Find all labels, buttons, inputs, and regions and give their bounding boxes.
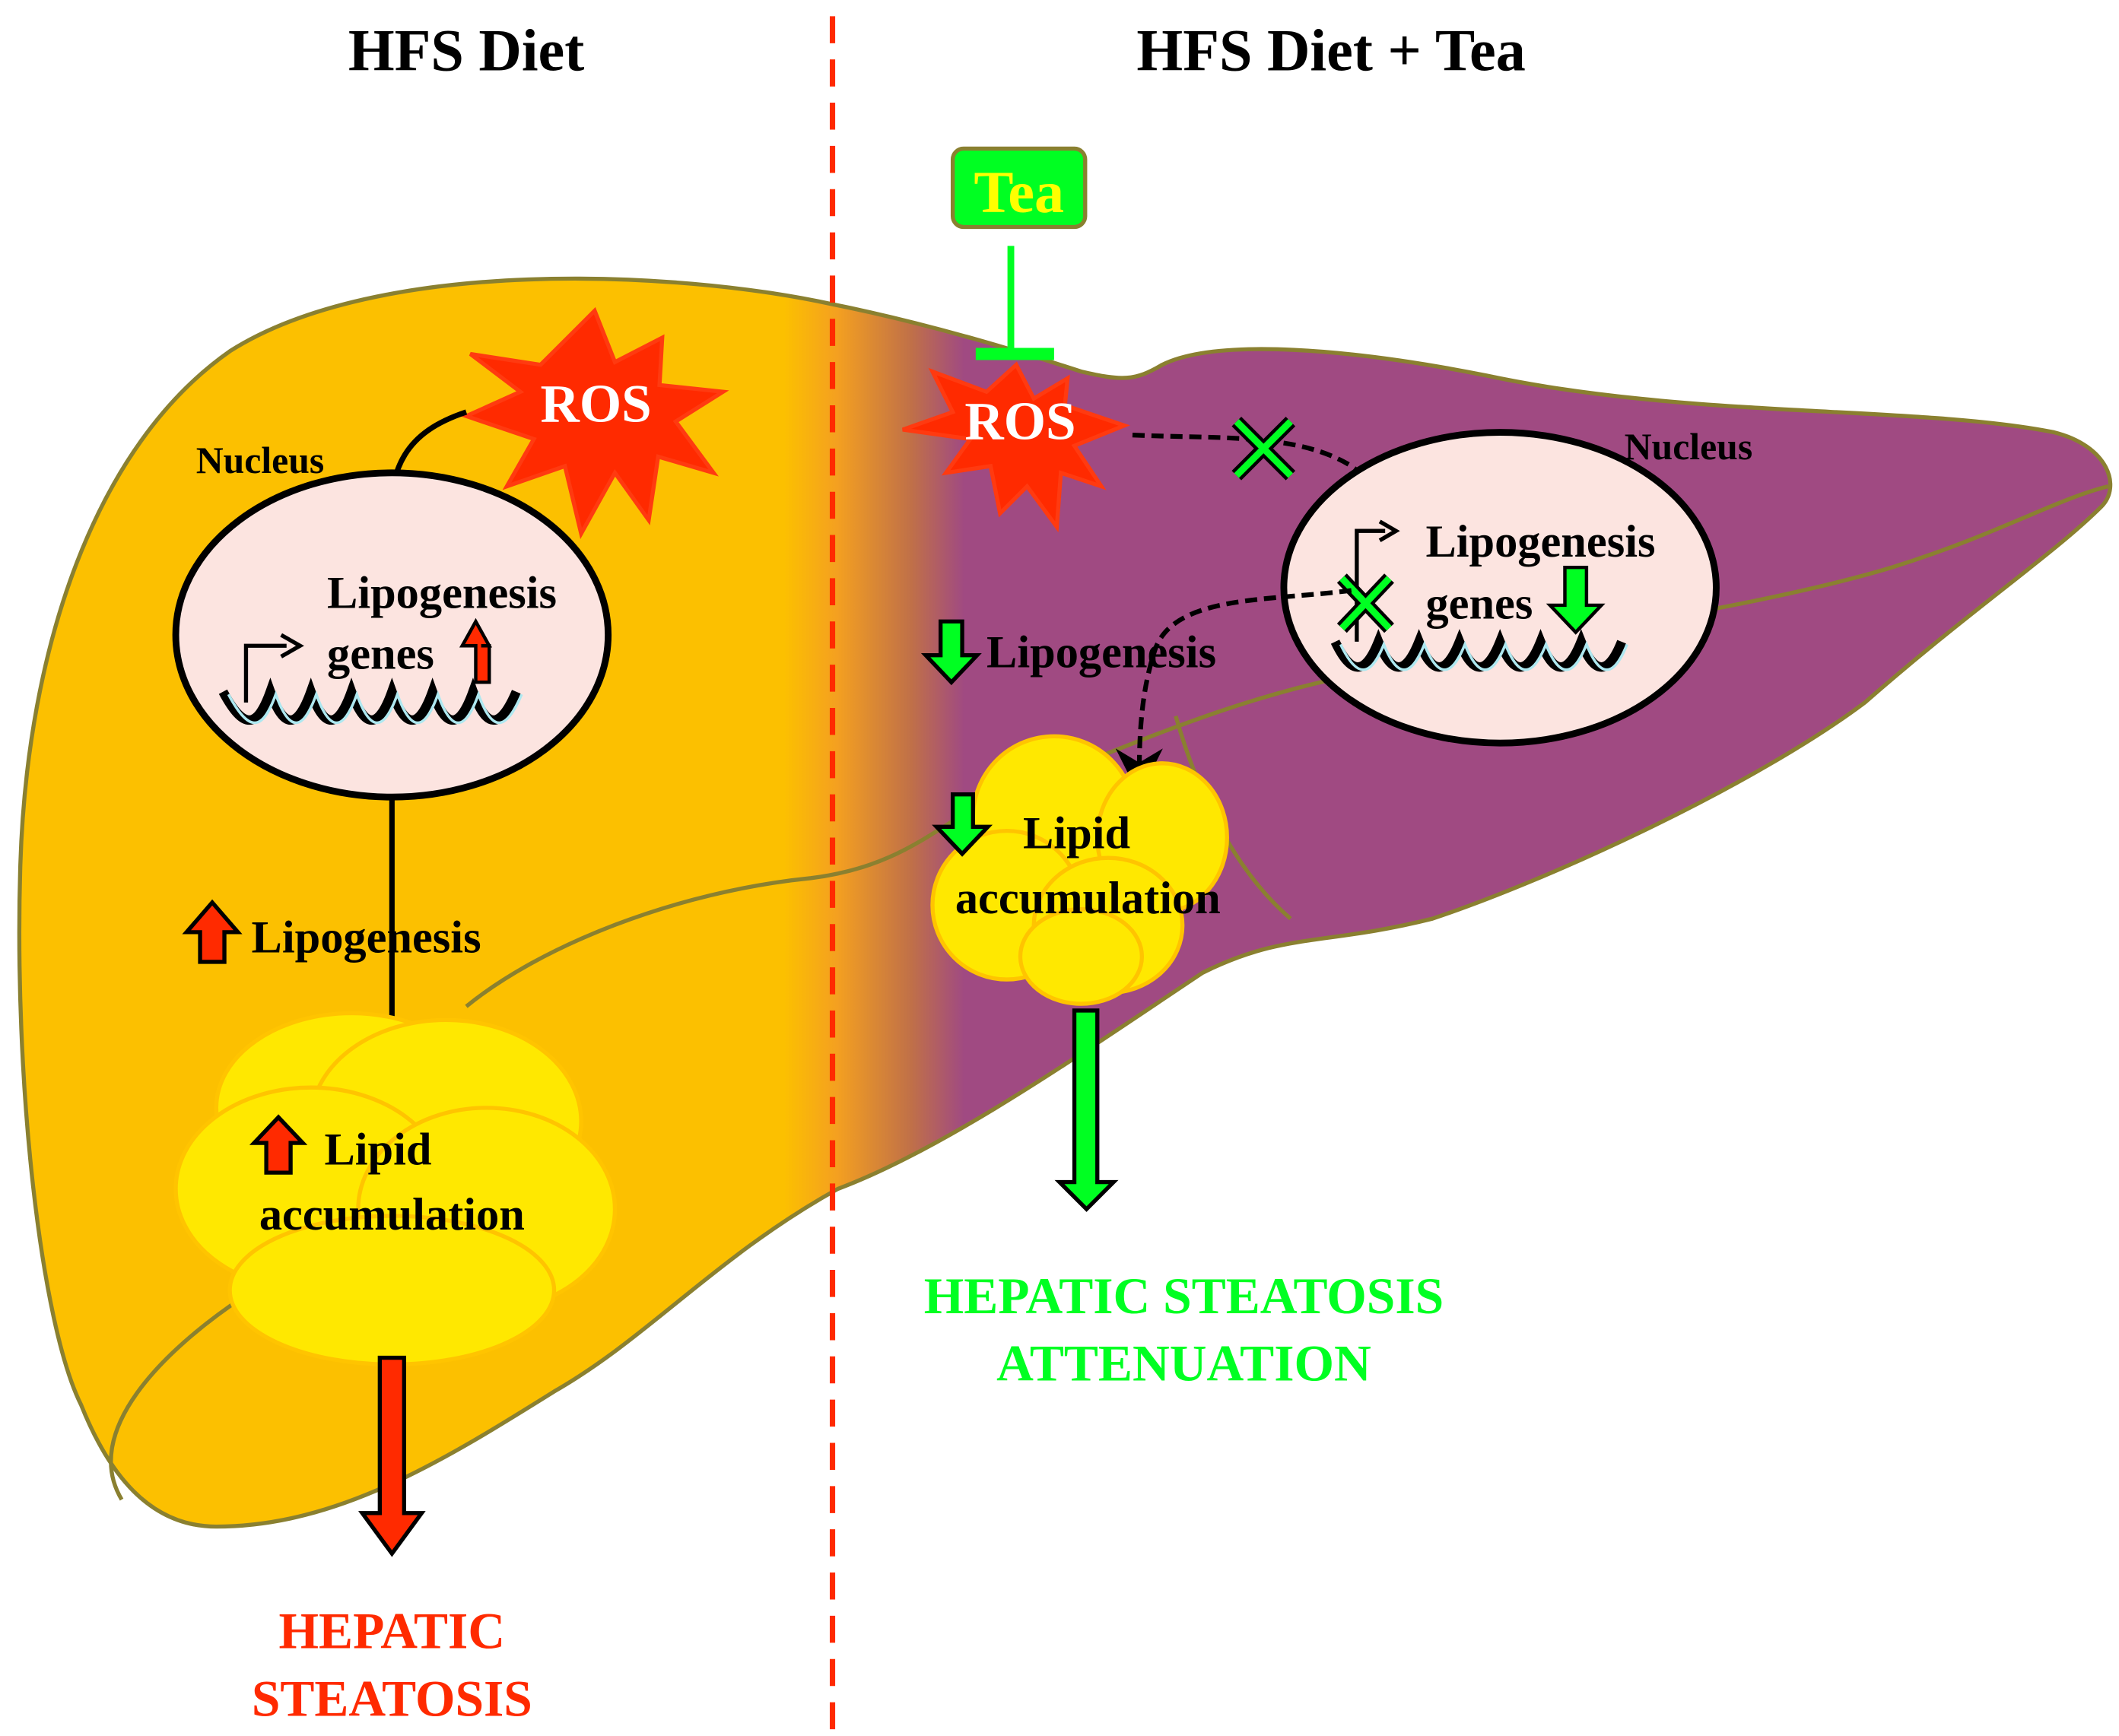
dna-helix-left bbox=[218, 678, 523, 725]
down-arrow-icon bbox=[920, 619, 982, 686]
genes-label-line1-left: Lipogenesis bbox=[327, 567, 557, 618]
lipogenesis-label-left: Lipogenesis bbox=[252, 912, 481, 963]
blocked-x-icon bbox=[1336, 573, 1394, 633]
outcome-arrow-right bbox=[1054, 1008, 1119, 1212]
liver-lobe-line bbox=[465, 673, 1352, 1008]
down-arrow-icon bbox=[932, 792, 993, 857]
tea-label: Tea bbox=[974, 159, 1064, 225]
genes-label-line1-right: Lipogenesis bbox=[1425, 516, 1655, 567]
outcome-label-line1-right: HEPATIC STEATOSIS bbox=[924, 1268, 1444, 1325]
promoter-arrow-left bbox=[243, 643, 287, 703]
lipid-label-line1-right: Lipid bbox=[1023, 808, 1130, 859]
genes-label-line2-right: genes bbox=[1425, 579, 1533, 630]
promoter-arrowhead-right bbox=[1378, 519, 1400, 542]
lipogenesis-label-right: Lipogenesis bbox=[986, 627, 1216, 678]
promoter-arrowhead-left bbox=[280, 633, 304, 659]
lipid-label-line2-left: accumulation bbox=[259, 1189, 525, 1240]
lipid-label-line2-right: accumulation bbox=[955, 873, 1221, 924]
up-arrow-icon bbox=[182, 899, 243, 964]
outcome-label-line2-left: STEATOSIS bbox=[252, 1670, 532, 1727]
genes-label-line2-left: genes bbox=[327, 628, 434, 679]
outcome-label-line1-left: HEPATIC bbox=[279, 1603, 506, 1660]
tea-box: Tea bbox=[950, 146, 1088, 230]
ros-starburst-right: ROS bbox=[902, 361, 1130, 533]
ros-label-left: ROS bbox=[541, 374, 652, 433]
left-panel-title: HFS Diet bbox=[348, 17, 584, 83]
down-arrow-icon bbox=[1546, 565, 1606, 635]
liver-lobe-line bbox=[109, 1295, 245, 1501]
lipid-label-line1-left: Lipid bbox=[325, 1124, 432, 1175]
nucleus-label-left: Nucleus bbox=[196, 440, 325, 481]
right-panel-title: HFS Diet + Tea bbox=[1136, 17, 1525, 83]
dna-helix-right bbox=[1330, 629, 1628, 672]
up-arrow-icon bbox=[459, 617, 493, 684]
nucleus-to-lipid-dashed-arrow bbox=[1115, 588, 1352, 796]
lipid-droplets-right bbox=[930, 734, 1229, 1006]
ros-label-right: ROS bbox=[964, 392, 1075, 451]
nucleus-label-right: Nucleus bbox=[1625, 426, 1753, 468]
outcome-label-line2-right: ATTENUATION bbox=[996, 1335, 1371, 1392]
blocked-x-icon bbox=[1231, 417, 1296, 481]
up-arrow-icon bbox=[249, 1114, 308, 1175]
ros-starburst-left: ROS bbox=[460, 306, 729, 540]
outcome-arrow-left bbox=[357, 1355, 426, 1557]
